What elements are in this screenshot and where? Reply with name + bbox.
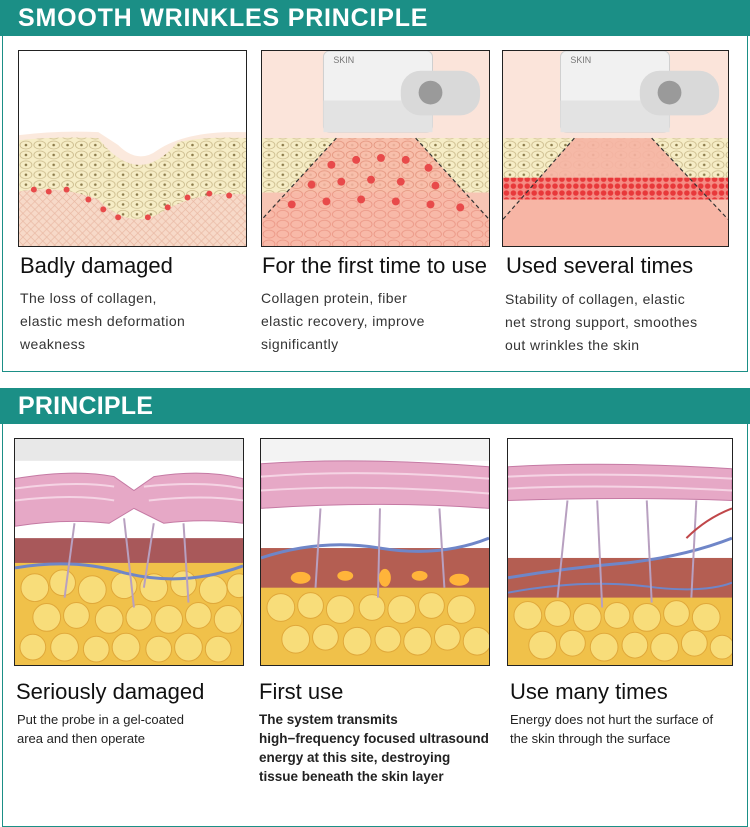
section-header-band: SMOOTH WRINKLES PRINCIPLE [0, 0, 750, 36]
panel-description: The loss of collagen, elastic mesh defor… [20, 287, 185, 356]
description-line: weakness [20, 336, 86, 352]
illustration-first-use [260, 438, 490, 666]
panel-title: Use many times [510, 679, 668, 704]
illustration-badly-damaged [18, 50, 247, 247]
device-label-text: SKIN [570, 55, 591, 65]
description-line: The loss of collagen, [20, 290, 157, 306]
description-line: elastic mesh deformation [20, 313, 186, 329]
principle-section: PRINCIPLE Seriously damaged [0, 388, 750, 827]
description-line: The system transmits [259, 712, 398, 727]
illustration-seriously-damaged [14, 438, 244, 666]
description-line: the skin through the surface [510, 731, 671, 746]
description-line: elastic recovery, improve [261, 313, 425, 329]
illustration-first-time: SKIN [261, 50, 490, 247]
panel-description: The system transmits high−frequency focu… [259, 710, 489, 786]
panel-title: For the first time to use [262, 253, 487, 278]
section-title: SMOOTH WRINKLES PRINCIPLE [18, 4, 429, 32]
panel-description: Energy does not hurt the surface of the … [510, 710, 713, 748]
panel-description: Stability of collagen, elastic net stron… [505, 288, 698, 357]
illustration-several-times: SKIN [502, 50, 729, 247]
panel-description: Collagen protein, fiber elastic recovery… [261, 287, 425, 356]
section-title: PRINCIPLE [18, 392, 154, 420]
panel-title: First use [259, 679, 344, 704]
panel-title: Used several times [506, 253, 694, 278]
description-line: tissue beneath the skin layer [259, 769, 444, 784]
description-line: net strong support, smoothes [505, 314, 698, 330]
description-line: high−frequency focused ultrasound [259, 731, 489, 746]
description-line: Stability of collagen, elastic [505, 291, 686, 307]
panel-title: Seriously damaged [16, 679, 205, 704]
description-line: Collagen protein, fiber [261, 290, 408, 306]
description-line: area and then operate [17, 731, 145, 746]
description-line: out wrinkles the skin [505, 337, 640, 353]
panel-title: Badly damaged [20, 253, 173, 278]
section-header-band: PRINCIPLE [0, 388, 750, 424]
device-label-text: SKIN [333, 55, 354, 65]
description-line: Put the probe in a gel-coated [17, 712, 184, 727]
description-line: significantly [261, 336, 339, 352]
illustration-use-many-times [507, 438, 733, 666]
description-line: Energy does not hurt the surface of [510, 712, 714, 727]
smooth-wrinkles-section: SMOOTH WRINKLES PRINCIPLE [0, 0, 750, 372]
description-line: energy at this site, destroying [259, 750, 451, 765]
panel-description: Put the probe in a gel-coated area and t… [17, 710, 184, 748]
